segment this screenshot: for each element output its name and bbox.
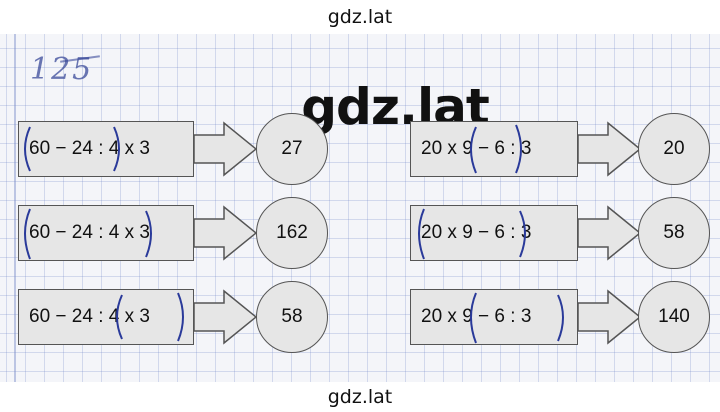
expression-text: 60 − 24 : 4 x 3: [29, 138, 150, 159]
right-arrow-icon: [194, 121, 258, 177]
expression-text: 20 x 9 − 6 : 3: [421, 138, 532, 159]
expression-text: 60 − 24 : 4 x 3: [29, 222, 150, 243]
watermark-top: gdz.lat: [0, 0, 720, 34]
result-circle: 58: [256, 281, 328, 353]
expression-text: 20 x 9 − 6 : 3: [421, 306, 532, 327]
expression-box: 60 − 24 : 4 x 3: [18, 121, 194, 177]
watermark-bottom: gdz.lat: [0, 382, 720, 412]
right-arrow-icon: [194, 289, 258, 345]
expression-box: 20 x 9 − 6 : 3: [410, 289, 578, 345]
result-value: 20: [663, 138, 685, 159]
expression-text: 20 x 9 − 6 : 3: [421, 222, 532, 243]
expression-box: 20 x 9 − 6 : 3: [410, 205, 578, 261]
right-arrow-icon: [194, 205, 258, 261]
right-arrow-icon: [578, 289, 642, 345]
result-value: 27: [281, 138, 303, 159]
result-value: 162: [276, 222, 308, 243]
result-circle: 58: [638, 197, 710, 269]
expression-box: 60 − 24 : 4 x 3: [18, 289, 194, 345]
result-circle: 20: [638, 113, 710, 185]
right-arrow-icon: [578, 205, 642, 261]
notebook-margin-line: [14, 34, 16, 382]
result-circle: 140: [638, 281, 710, 353]
result-circle: 162: [256, 197, 328, 269]
result-circle: 27: [256, 113, 328, 185]
result-value: 140: [658, 306, 690, 327]
result-value: 58: [663, 222, 685, 243]
expression-box: 20 x 9 − 6 : 3: [410, 121, 578, 177]
right-arrow-icon: [578, 121, 642, 177]
expression-text: 60 − 24 : 4 x 3: [29, 306, 150, 327]
expression-box: 60 − 24 : 4 x 3: [18, 205, 194, 261]
result-value: 58: [281, 306, 303, 327]
